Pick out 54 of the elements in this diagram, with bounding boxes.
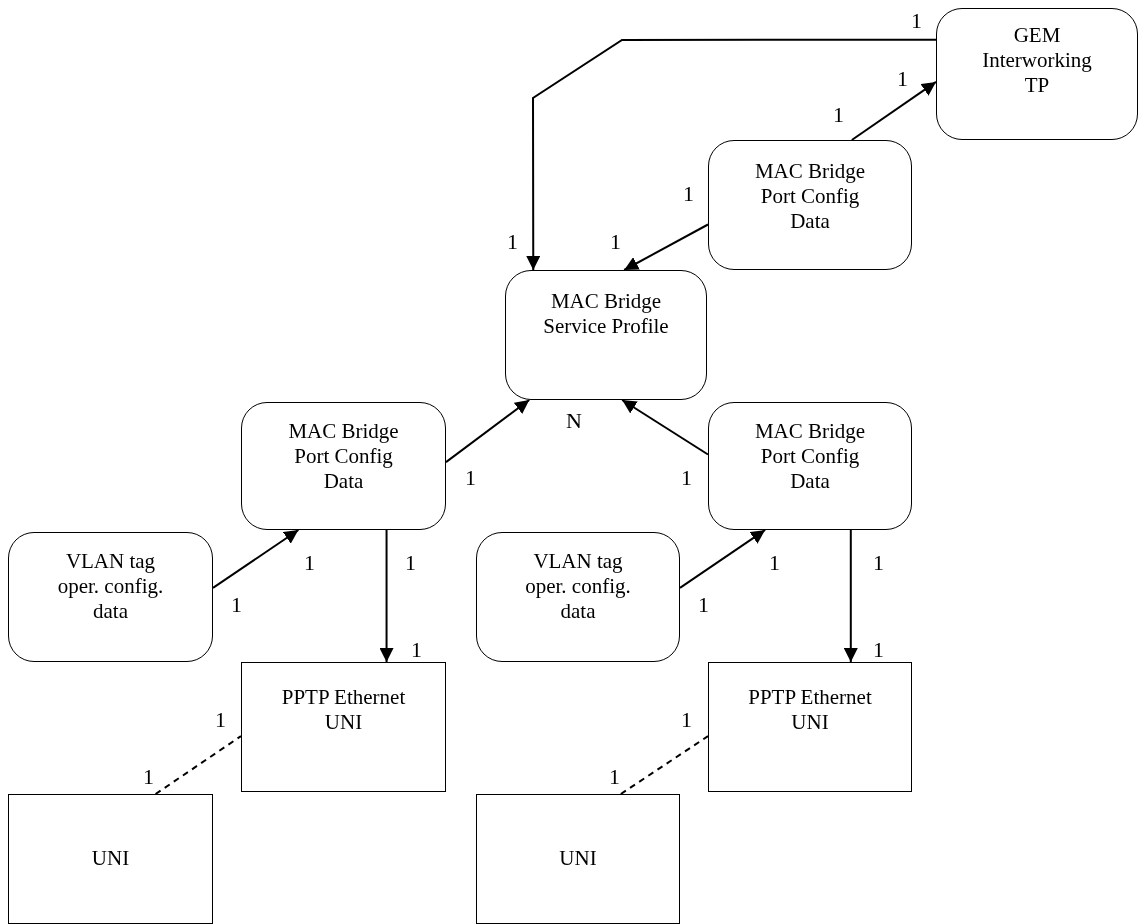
arrow (621, 399, 709, 456)
cardinality-label: 1 (411, 639, 422, 661)
cardinality-label: 1 (215, 709, 226, 731)
arrow (379, 529, 394, 663)
box (708, 662, 912, 792)
rounded-box (241, 402, 446, 530)
cardinality-label: 1 (769, 552, 780, 574)
node-text: PPTP Ethernet UNI (280, 685, 407, 736)
box (8, 794, 213, 924)
cardinality-label: 1 (143, 766, 154, 788)
cardinality-label: 1 (683, 183, 694, 205)
cardinality-label: 1 (681, 709, 692, 731)
rounded-box (936, 8, 1138, 140)
node-text: MAC Bridge Port Config Data (753, 159, 867, 235)
cardinality-label: 1 (610, 231, 621, 253)
node-text: GEM Interworking TP (981, 23, 1093, 99)
node-text: VLAN tag oper. config. data (524, 549, 632, 625)
arrow (526, 38, 937, 271)
cardinality-label: 1 (304, 552, 315, 574)
rounded-box (708, 402, 912, 530)
node-text: UNI (90, 846, 131, 872)
arrow (850, 80, 937, 141)
node-text: MAC Bridge Port Config Data (753, 419, 867, 495)
cardinality-label: 1 (873, 552, 884, 574)
node-text: MAC Bridge Service Profile (542, 289, 670, 340)
dashed-line (154, 735, 242, 795)
node-text: PPTP Ethernet UNI (747, 685, 873, 736)
arrow (212, 529, 300, 589)
rounded-box (505, 270, 707, 400)
cardinality-label: 1 (698, 594, 709, 616)
cardinality-label: 1 (465, 467, 476, 489)
cardinality-label: 1 (911, 10, 922, 32)
arrow (445, 399, 531, 464)
node-text: MAC Bridge Port Config Data (287, 419, 400, 495)
arrow (623, 223, 709, 271)
arrow (679, 529, 767, 589)
cardinality-label: 1 (231, 594, 242, 616)
cardinality-label: 1 (609, 766, 620, 788)
node-text: UNI (558, 846, 598, 872)
cardinality-label: 1 (873, 639, 884, 661)
cardinality-label: 1 (681, 467, 692, 489)
rounded-box (476, 532, 680, 662)
cardinality-label: N (566, 410, 582, 432)
box (241, 662, 446, 792)
box (476, 794, 680, 924)
cardinality-label: 1 (833, 104, 844, 126)
cardinality-label: 1 (897, 68, 908, 90)
dashed-line (619, 735, 709, 795)
arrow (843, 529, 858, 663)
node-text: VLAN tag oper. config. data (56, 549, 165, 625)
rounded-box (8, 532, 213, 662)
cardinality-label: 1 (507, 231, 518, 253)
rounded-box (708, 140, 912, 270)
cardinality-label: 1 (405, 552, 416, 574)
